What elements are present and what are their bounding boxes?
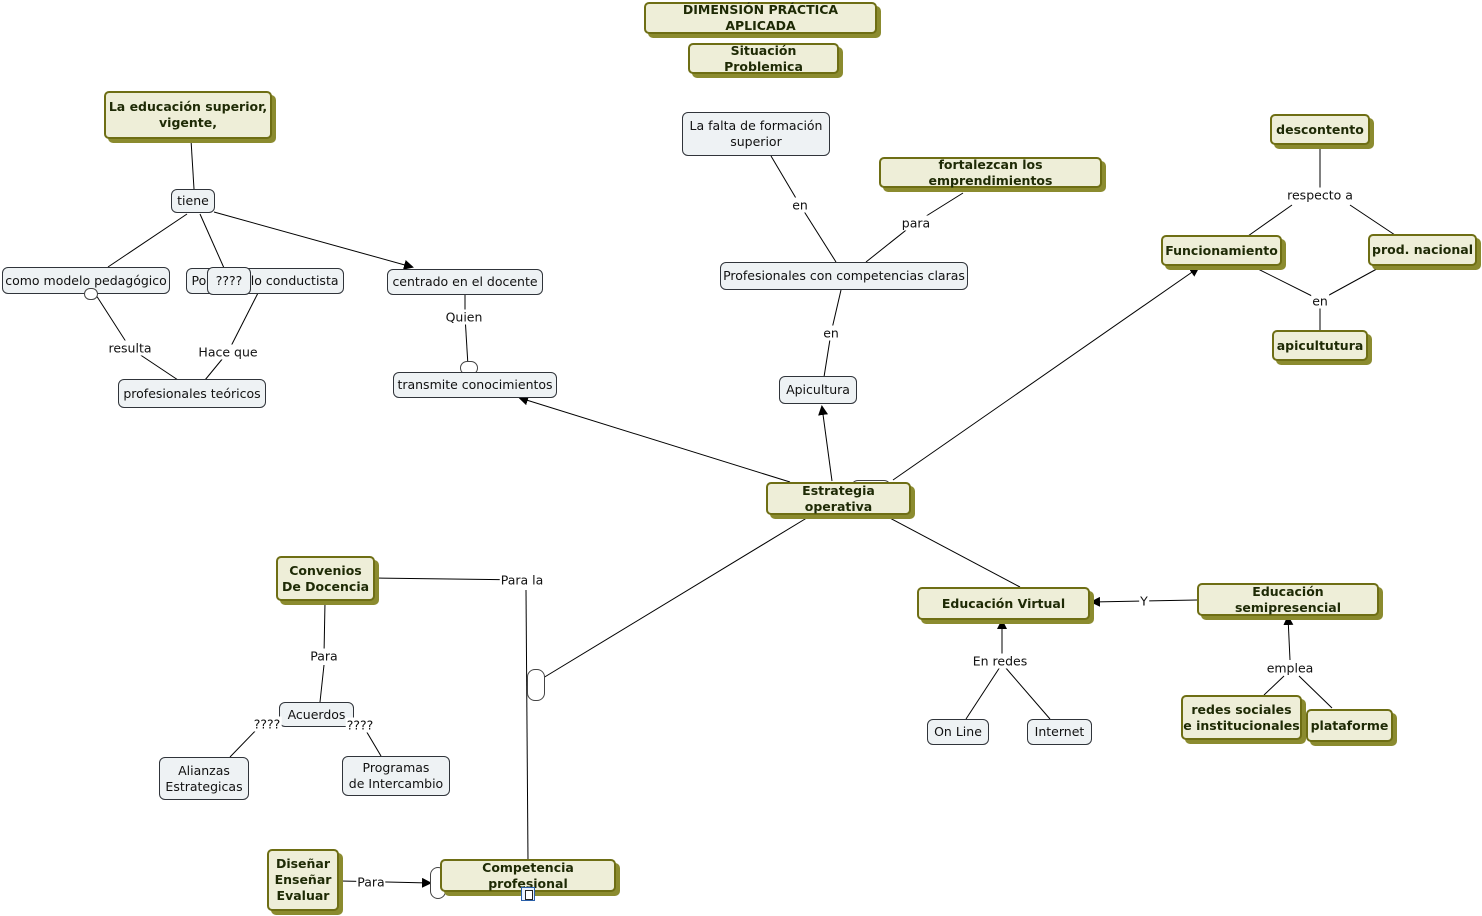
link-label[interactable]: Hace que [197,344,259,360]
node-educacion-semipresencial[interactable]: Educación semipresencial [1197,583,1379,616]
node-apicultura[interactable]: Apicultura [779,376,857,404]
node-educacion-virtual[interactable]: Educación Virtual [917,587,1090,620]
node-internet[interactable]: Internet [1027,719,1092,745]
node-programas-intercambio[interactable]: Programas de Intercambio [342,756,450,796]
link-label[interactable]: respecto a [1286,187,1354,203]
node-descontento[interactable]: descontento [1270,114,1370,145]
subtitle-node[interactable]: Situación Problemica [688,43,839,74]
node-educacion-superior[interactable]: La educación superior, vigente, [104,91,272,139]
node-disenar-ensenar-evaluar[interactable]: Diseñar Enseñar Evaluar [267,849,339,911]
link-label[interactable]: en [791,197,809,213]
link-label[interactable]: Quien [444,309,484,325]
node-profesionales-claras[interactable]: Profesionales con competencias claras [720,262,968,290]
node-alianzas-estrategicas[interactable]: Alianzas Estrategicas [159,757,249,800]
node-estrategia-operativa[interactable]: Estrategia operativa [766,482,911,515]
link-label[interactable]: en [1311,293,1329,309]
link-label[interactable]: ???? [345,717,375,733]
node-unknown-1[interactable]: ???? [207,267,251,295]
link-label[interactable]: Para la [499,572,545,588]
link-label[interactable]: Para [356,874,386,890]
node-profesionales-teoricos[interactable]: profesionales teóricos [118,379,266,408]
link-label[interactable]: Y [1139,593,1149,609]
node-plataforme[interactable]: plataforme [1306,709,1393,742]
link-label[interactable]: ???? [252,716,282,732]
connector-knob[interactable] [84,288,98,300]
link-label[interactable]: en [822,325,840,341]
link-label[interactable]: resulta [107,340,153,356]
node-convenios-docencia[interactable]: Convenios De Docencia [276,556,375,601]
node-apicultutura[interactable]: apicultutura [1272,330,1368,361]
connector-knob[interactable] [527,669,545,701]
node-fortalezcan-emprendimientos[interactable]: fortalezcan los emprendimientos [879,157,1102,188]
node-tiene[interactable]: tiene [171,189,215,213]
node-redes-sociales[interactable]: redes sociales e institucionales [1181,695,1302,740]
node-centrado-docente[interactable]: centrado en el docente [387,269,543,295]
page-title[interactable]: DIMENSIÓN PRÁCTICA APLICADA [644,2,877,34]
node-transmite-conocimientos[interactable]: transmite conocimientos [393,372,557,398]
link-label[interactable]: Para [309,648,339,664]
node-falta-formacion[interactable]: La falta de formación superior [682,112,830,156]
node-prod-nacional[interactable]: prod. nacional [1368,234,1477,266]
resource-document-icon[interactable] [521,887,535,901]
link-label[interactable]: emplea [1265,660,1315,676]
link-label[interactable]: En redes [971,653,1029,669]
node-online[interactable]: On Line [927,719,989,745]
link-label[interactable]: para [900,215,932,231]
node-funcionamiento[interactable]: Funcionamiento [1161,235,1282,266]
node-acuerdos[interactable]: Acuerdos [279,702,354,727]
